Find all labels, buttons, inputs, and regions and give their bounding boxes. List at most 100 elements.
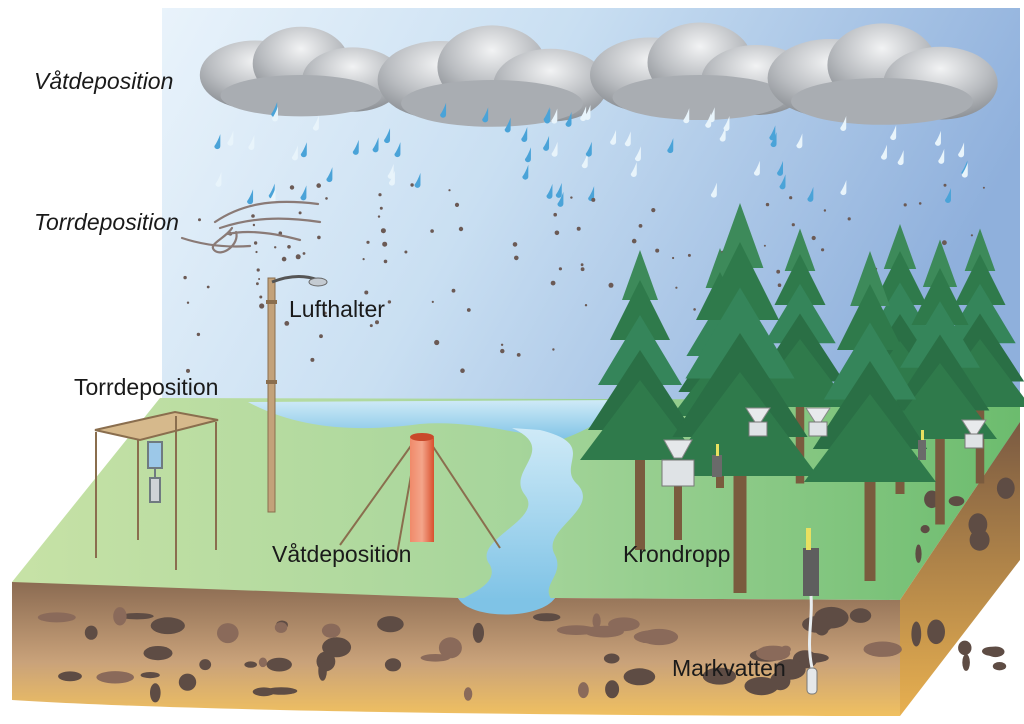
dry-deposition-station-label: Torrdeposition	[74, 374, 219, 400]
raindrop-icon	[271, 106, 278, 122]
raindrop-icon	[300, 185, 307, 201]
stone-icon	[962, 654, 970, 671]
stone-icon	[252, 687, 275, 697]
particle	[823, 209, 827, 212]
raindrop-icon	[524, 147, 531, 163]
raindrop-icon	[723, 116, 730, 132]
stone-icon	[986, 646, 1005, 658]
particle	[982, 186, 985, 189]
particle	[319, 334, 323, 339]
raindrop-icon	[522, 164, 529, 180]
particle	[256, 268, 260, 272]
raindrop-icon	[372, 137, 379, 153]
raindrop-icon	[440, 102, 447, 118]
raindrop-icon	[840, 116, 847, 132]
stone-icon	[968, 513, 988, 536]
particle	[186, 301, 190, 304]
rain-drops	[214, 101, 968, 207]
particle	[631, 238, 637, 244]
particle	[252, 223, 256, 227]
particle	[943, 183, 947, 187]
stone-icon	[702, 667, 737, 685]
raindrop-icon	[796, 133, 803, 149]
air-concentration-label: Lufthalter	[289, 296, 385, 322]
raindrop-icon	[214, 134, 221, 150]
stone-icon	[384, 658, 402, 672]
wet-deposition-collector-label: Våtdeposition	[272, 541, 412, 567]
river	[462, 428, 583, 600]
stone-icon	[863, 641, 902, 657]
stone-icon	[150, 683, 161, 703]
raindrop-icon	[387, 163, 394, 179]
particle	[516, 353, 521, 357]
raindrop-icon	[719, 126, 726, 142]
particle	[259, 295, 263, 299]
dry-deposition-station	[94, 410, 219, 570]
raindrop-icon	[890, 125, 897, 141]
raindrop-icon	[312, 115, 319, 131]
particle	[651, 208, 656, 213]
stone-icon	[113, 607, 127, 626]
particle	[431, 300, 434, 303]
particle	[466, 308, 471, 312]
particle	[558, 267, 563, 271]
particle	[430, 229, 434, 233]
particle	[310, 357, 315, 362]
raindrop-icon	[807, 186, 814, 202]
stone-icon	[920, 525, 930, 534]
particle	[655, 248, 660, 253]
raindrop-icon	[710, 182, 717, 198]
particle	[672, 256, 675, 260]
raindrop-icon	[610, 129, 617, 145]
particle	[942, 240, 947, 246]
stone-icon	[744, 677, 779, 696]
particle	[278, 231, 283, 235]
particle	[777, 283, 782, 288]
particle	[317, 235, 321, 240]
particle	[289, 185, 295, 190]
raindrop-icon	[580, 106, 587, 122]
stone-icon	[244, 661, 257, 668]
stone-icon	[321, 623, 341, 638]
particle	[186, 368, 190, 373]
stone-icon	[140, 672, 160, 679]
stone-icon	[992, 662, 1007, 671]
wet-deposition-sky-label: Våtdeposition	[34, 68, 174, 94]
particle	[325, 197, 328, 200]
raindrop-icon	[551, 108, 558, 124]
particle	[554, 230, 560, 236]
particle	[821, 248, 825, 252]
funnel-icon	[961, 419, 987, 449]
particle	[580, 263, 584, 267]
raindrop-icon	[961, 162, 968, 178]
stone-icon	[802, 616, 833, 633]
particle	[576, 226, 581, 231]
raindrop-icon	[779, 174, 786, 190]
raindrop-icon	[248, 135, 255, 151]
particle	[382, 241, 388, 247]
stone-icon	[438, 637, 462, 659]
particle	[514, 255, 519, 261]
stone-icon	[915, 544, 922, 563]
stone-icon	[605, 680, 620, 699]
particle	[298, 211, 302, 215]
soil-side	[900, 422, 1020, 716]
raindrop-icon	[300, 142, 307, 158]
raindrop-icon	[555, 182, 562, 198]
raindrop-icon	[543, 107, 550, 123]
particle	[608, 282, 614, 288]
raindrop-icon	[630, 161, 637, 177]
raindrop-icon	[770, 132, 777, 148]
particle	[287, 245, 291, 249]
particle	[258, 278, 261, 280]
stone-icon	[623, 668, 656, 686]
particle	[687, 253, 691, 257]
particle	[763, 244, 766, 247]
raindrop-icon	[326, 167, 333, 183]
particle	[316, 183, 322, 188]
stone-icon	[592, 613, 601, 629]
particle	[364, 290, 369, 295]
particle	[512, 242, 518, 247]
raindrop-icon	[394, 142, 401, 158]
funnel-icon	[745, 407, 771, 437]
